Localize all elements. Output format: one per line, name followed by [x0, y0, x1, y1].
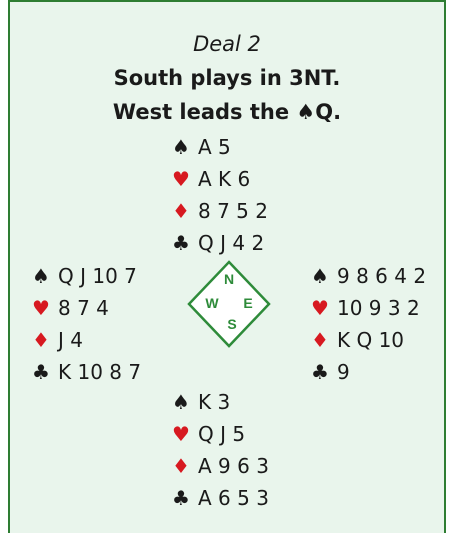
south-diamonds-row: ♦ A 9 6 3 — [172, 450, 269, 482]
south-hand: ♠ K 3 ♥ Q J 5 ♦ A 9 6 3 ♣ A 6 5 3 — [172, 386, 269, 514]
north-clubs-cards: Q J 4 2 — [198, 231, 265, 255]
east-hand: ♠9 8 6 4 2 ♥10 9 3 2 ♦K Q 10 ♣9 — [311, 260, 426, 388]
north-diamonds-row: ♦ 8 7 5 2 — [172, 195, 268, 227]
diamond-icon: ♦ — [172, 199, 190, 223]
diamond-icon: ♦ — [32, 328, 50, 352]
south-spades-row: ♠ K 3 — [172, 386, 269, 418]
compass-outline — [187, 260, 271, 348]
south-diamonds-cards: A 9 6 3 — [198, 454, 269, 478]
south-hearts-cards: Q J 5 — [198, 422, 246, 446]
compass-north: N — [224, 271, 234, 287]
east-diamonds-row: ♦ K Q 10 — [311, 324, 426, 356]
west-hearts-row: ♥ 8 7 4 — [32, 292, 141, 324]
west-clubs-row: ♣ K 10 8 7 — [32, 356, 141, 388]
opening-lead-text: West leads the ♠Q. — [112, 100, 342, 124]
north-spades-row: ♠ A 5 — [172, 131, 268, 163]
north-clubs-row: ♣ Q J 4 2 — [172, 227, 268, 259]
west-spades-row: ♠ Q J 10 7 — [32, 260, 141, 292]
west-spades-cards: Q J 10 7 — [58, 264, 137, 288]
south-clubs-row: ♣ A 6 5 3 — [172, 482, 269, 514]
east-diamonds-cards: K Q 10 — [337, 328, 405, 352]
north-hearts-cards: A K 6 — [198, 167, 251, 191]
south-clubs-cards: A 6 5 3 — [198, 486, 269, 510]
spade-icon: ♠ — [172, 390, 190, 414]
compass-diamond: N E W S — [187, 260, 271, 348]
north-spades-cards: A 5 — [198, 135, 231, 159]
west-clubs-cards: K 10 8 7 — [58, 360, 142, 384]
east-spades-cards: 9 8 6 4 2 — [337, 264, 427, 288]
spade-icon: ♠ — [172, 135, 190, 159]
east-hearts-row: ♥ 10 9 3 2 — [311, 292, 426, 324]
diamond-icon: ♦ — [172, 454, 190, 478]
club-icon: ♣ — [172, 231, 190, 255]
club-icon: ♣ — [32, 360, 50, 384]
heart-icon: ♥ — [172, 167, 190, 191]
south-hearts-row: ♥ Q J 5 — [172, 418, 269, 450]
diamond-icon: ♦ — [311, 328, 329, 352]
club-icon: ♣ — [311, 360, 329, 384]
west-hand: ♠ Q J 10 7 ♥ 8 7 4 ♦ J 4 ♣ K 10 8 7 — [32, 260, 141, 388]
spade-icon: ♠ — [32, 264, 50, 288]
club-icon: ♣ — [172, 486, 190, 510]
east-clubs-row: ♣9 — [311, 356, 426, 388]
heart-icon: ♥ — [32, 296, 50, 320]
contract-text: South plays in 3NT. — [113, 66, 341, 90]
east-hearts-cards: 10 9 3 2 — [337, 296, 420, 320]
heart-icon: ♥ — [311, 296, 329, 320]
heart-icon: ♥ — [172, 422, 190, 446]
west-hearts-cards: 8 7 4 — [58, 296, 109, 320]
deal-title: Deal 2 — [193, 32, 261, 56]
west-diamonds-cards: J 4 — [58, 328, 83, 352]
compass-west: W — [205, 295, 219, 311]
compass-east: E — [243, 295, 252, 311]
deal-panel: Deal 2 South plays in 3NT. West leads th… — [8, 0, 446, 533]
north-diamonds-cards: 8 7 5 2 — [198, 199, 268, 223]
east-clubs-cards: 9 — [337, 360, 350, 384]
north-hand: ♠ A 5 ♥ A K 6 ♦ 8 7 5 2 ♣ Q J 4 2 — [172, 131, 268, 259]
compass-south: S — [227, 316, 236, 332]
west-diamonds-row: ♦ J 4 — [32, 324, 141, 356]
spade-icon: ♠ — [311, 264, 329, 288]
south-spades-cards: K 3 — [198, 390, 231, 414]
north-hearts-row: ♥ A K 6 — [172, 163, 268, 195]
east-spades-row: ♠ 9 8 6 4 2 — [311, 260, 426, 292]
